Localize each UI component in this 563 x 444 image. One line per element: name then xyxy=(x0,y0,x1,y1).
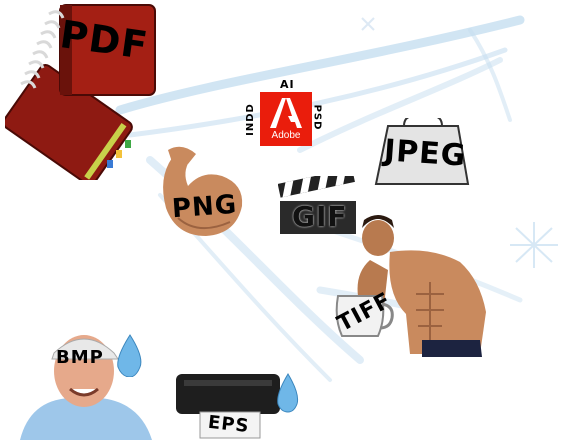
adobe-wordmark: Adobe xyxy=(271,130,301,141)
pdf-notebook-icon xyxy=(2,4,156,186)
eps-label: EPS xyxy=(207,411,251,438)
pdf-notebook: PDF xyxy=(2,0,165,186)
tiff-muscle-man: TIFF xyxy=(330,212,510,357)
psd-label: PSD xyxy=(311,104,323,131)
bmp-label: BMP xyxy=(56,347,104,368)
png-arm: PNG xyxy=(148,140,248,240)
gif-label: GIF xyxy=(292,200,348,233)
printer-icon xyxy=(176,374,280,439)
flexing-arm-icon xyxy=(163,146,243,236)
jpeg-bag: JPEG xyxy=(370,115,475,193)
adobe-group: AI INDD PSD Adobe xyxy=(240,78,330,150)
png-label: PNG xyxy=(171,189,239,225)
tiff-cup-icon xyxy=(335,295,394,337)
jpeg-label: JPEG xyxy=(382,133,468,174)
old-man-icon xyxy=(20,335,152,440)
splash-star-icon xyxy=(510,222,558,268)
ai-label: AI xyxy=(280,78,295,91)
sweat-drop-icon xyxy=(277,373,299,413)
eps-printer: EPS xyxy=(170,368,305,440)
indd-label: INDD xyxy=(244,103,256,136)
sweat-drop-icon xyxy=(117,334,142,377)
adobe-logo-icon: Adobe xyxy=(260,92,312,146)
bmp-old-man: BMP xyxy=(20,325,160,440)
